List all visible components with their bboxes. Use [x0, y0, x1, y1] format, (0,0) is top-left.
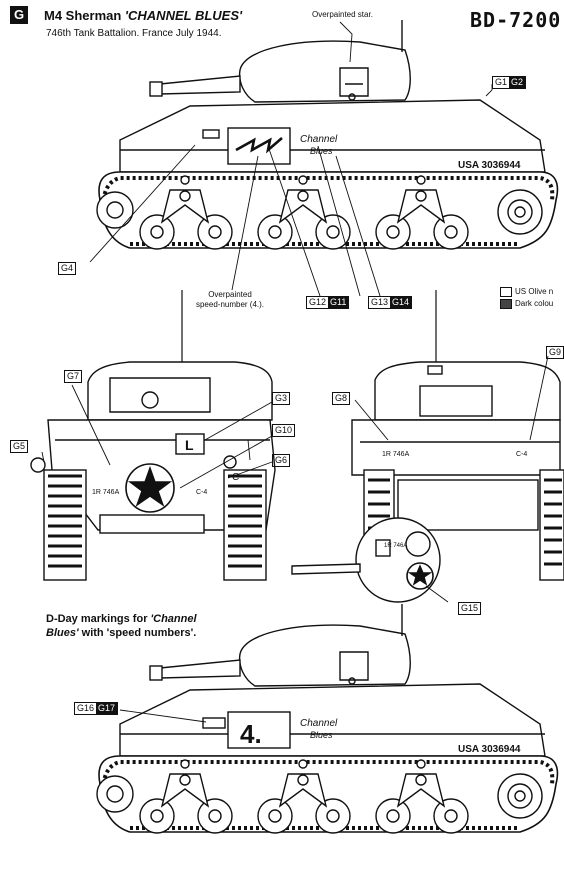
tag-g2: G2 [509, 77, 526, 88]
channel-script-top-2: Blues [310, 146, 333, 156]
channel-script-bottom-2: Blues [310, 730, 333, 740]
tag-g7: G7 [64, 370, 83, 383]
overpainted-speed-line2: speed-number (4.). [195, 300, 265, 309]
legend-item-olive: US Olive n [500, 286, 553, 298]
unit-code-front: 1R 746A [92, 489, 120, 496]
tag-g1: G1 [495, 77, 508, 87]
dday-line2a: Blues' [46, 627, 79, 639]
page-title: M4 Sherman 'CHANNEL BLUES' [44, 8, 242, 23]
hull-letter-front: C [232, 472, 239, 483]
legend-label-dark: Dark colou [515, 299, 554, 308]
front-view [30, 290, 276, 581]
dday-line1a: D-Day markings for [46, 613, 151, 625]
tag-g10: G10 [272, 424, 296, 437]
dday-line1b: 'Channel [150, 613, 197, 625]
unit-code-turret: 1R 746A [384, 543, 407, 549]
tactical-rear: C-4 [516, 451, 527, 458]
tag-g5-label: G5 [13, 441, 26, 451]
overpainted-speed-line1: Overpainted [208, 290, 252, 299]
serial-top: USA 3036944 [458, 160, 521, 171]
tag-g5: G5 [10, 440, 29, 453]
product-code: BD-7200 [470, 8, 562, 32]
turret-top-view [291, 517, 449, 603]
tag-g10-label: G10 [275, 425, 293, 435]
tag-g13: G13 [371, 297, 389, 307]
tag-g9-label: G9 [549, 347, 562, 357]
legend-label-olive: US Olive n [515, 287, 554, 296]
side-view-top [89, 20, 559, 297]
tag-g12: G12 [309, 297, 327, 307]
tag-g6-label: G6 [275, 455, 288, 465]
dday-note: D-Day markings for 'Channel Blues' with … [46, 612, 197, 640]
legend-item-dark: Dark colou [500, 298, 553, 310]
tag-g9: G9 [546, 346, 564, 359]
side-view-bottom [96, 604, 559, 834]
colour-legend: US Olive n Dark colou [500, 286, 553, 310]
tag-g15: G15 [458, 602, 482, 615]
unit-code-rear: 1R 746A [382, 451, 410, 458]
tag-g3-label: G3 [275, 393, 288, 403]
tag-g11: G11 [328, 297, 349, 308]
title-prefix: M4 Sherman [44, 8, 125, 23]
legend-swatch-olive [500, 287, 512, 297]
tag-g3: G3 [272, 392, 291, 405]
tag-g17: G17 [96, 703, 118, 714]
tag-g4-label: G4 [61, 263, 74, 273]
tag-g4: G4 [58, 262, 77, 275]
tag-g15-label: G15 [461, 603, 479, 613]
overpainted-star-note: Overpainted star. [312, 10, 373, 19]
tag-g8-label: G8 [335, 393, 348, 403]
channel-script-top-1: Channel [300, 134, 338, 145]
title-name: 'CHANNEL BLUES' [124, 8, 243, 23]
serial-bottom: USA 3036944 [458, 744, 521, 755]
tag-g16: G16 [77, 703, 95, 713]
tag-g6: G6 [272, 454, 291, 467]
tactical-front: C-4 [196, 489, 207, 496]
tag-g14: G14 [390, 297, 412, 308]
channel-script-bottom-1: Channel [300, 718, 338, 729]
speed-number: 4. [240, 719, 262, 749]
dday-line2b: with 'speed numbers'. [78, 627, 197, 639]
tag-g8: G8 [332, 392, 351, 405]
section-letter: G [10, 6, 28, 24]
tag-g7-label: G7 [67, 371, 80, 381]
turret-letter: L [185, 437, 194, 453]
overpainted-speed-note: Overpainted speed-number (4.). [190, 290, 270, 310]
legend-swatch-dark [500, 299, 512, 309]
page-subtitle: 746th Tank Battalion. France July 1944. [46, 28, 222, 39]
